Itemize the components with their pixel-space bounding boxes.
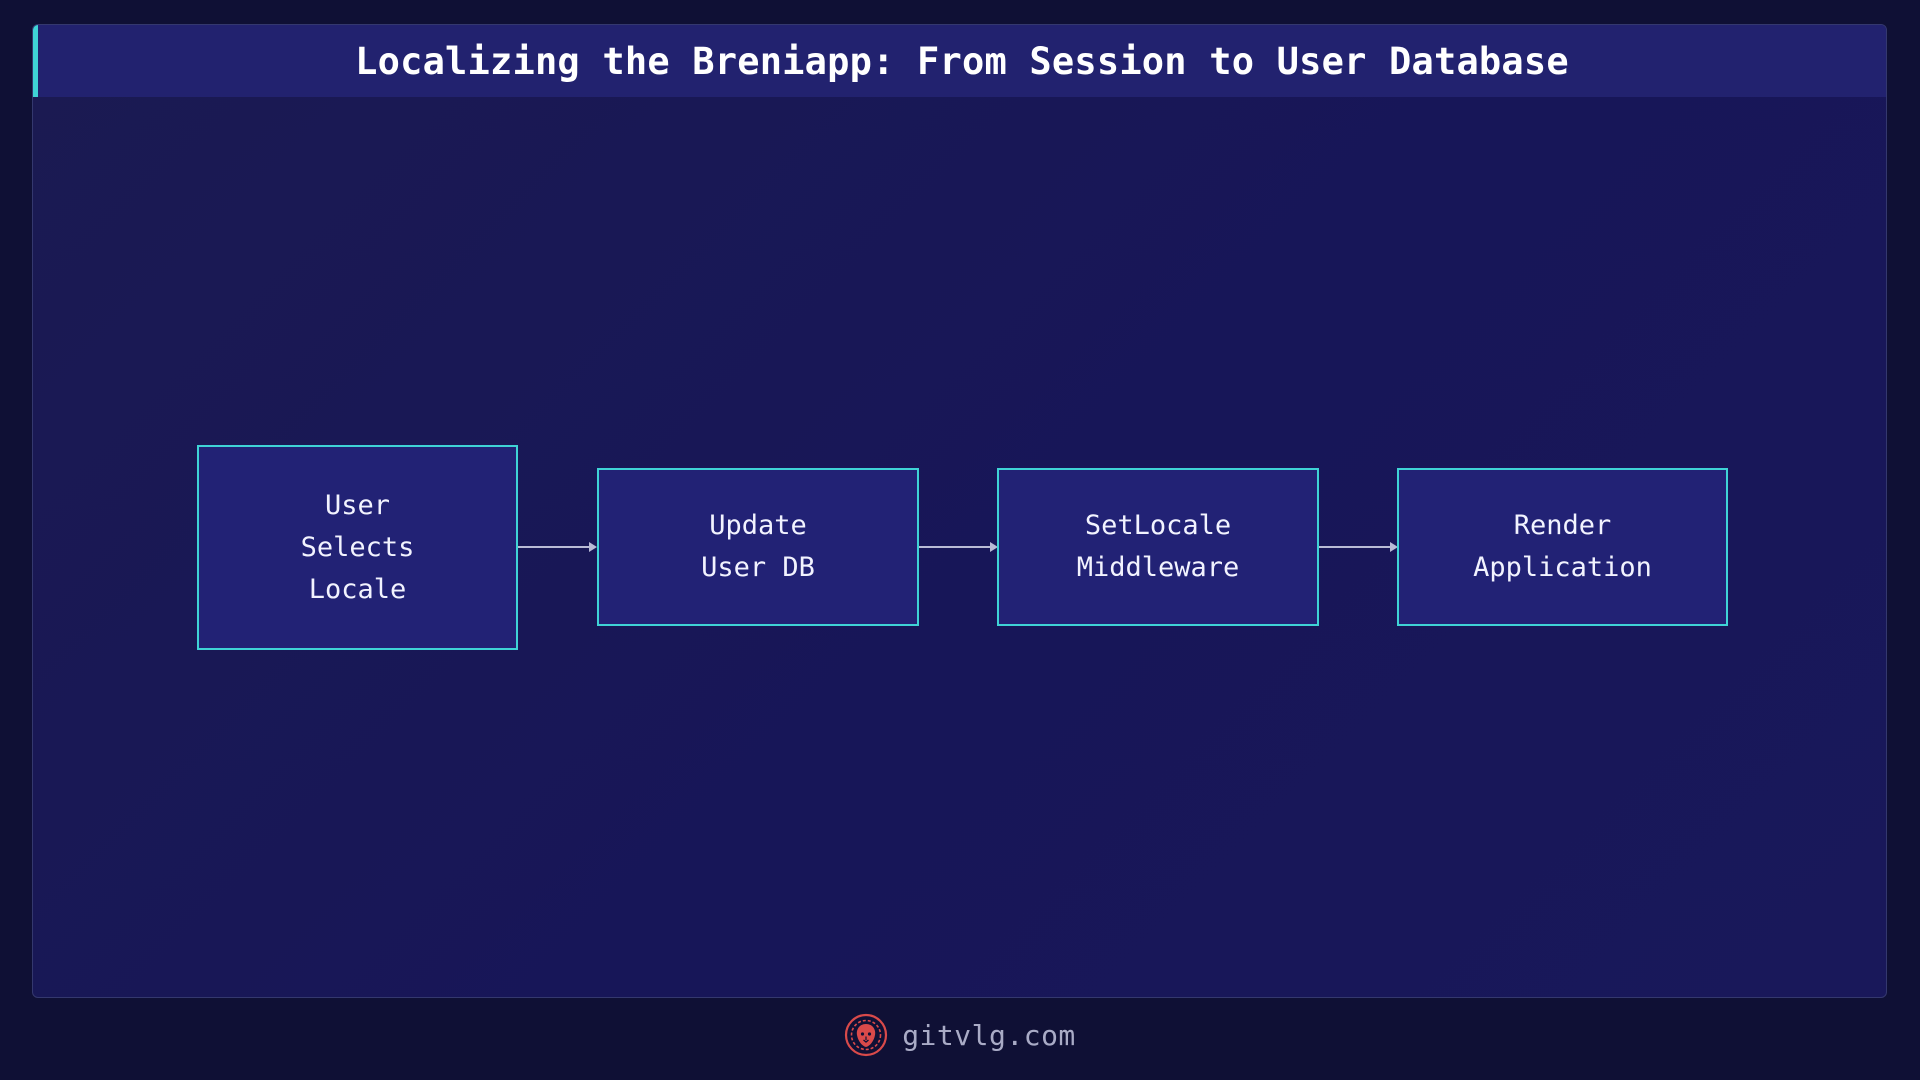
node-label: User Selects Locale bbox=[300, 489, 415, 605]
node-label: Update User DB bbox=[701, 510, 815, 583]
lion-head-icon bbox=[845, 1013, 888, 1057]
diagram-frame: Localizing the Breniapp: From Session to… bbox=[32, 24, 1887, 998]
arrow-connector bbox=[1319, 542, 1398, 552]
arrow-connector bbox=[919, 542, 998, 552]
arrow-connector bbox=[518, 542, 597, 552]
title-bar: Localizing the Breniapp: From Session to… bbox=[33, 25, 1886, 97]
node-render-application: Render Application bbox=[1397, 468, 1728, 626]
node-label: SetLocale Middleware bbox=[1076, 510, 1240, 583]
node-label: Render Application bbox=[1473, 510, 1652, 583]
node-update-user-db: Update User DB bbox=[597, 468, 919, 626]
node-user-selects-locale: User Selects Locale bbox=[197, 445, 518, 650]
diagram-title: Localizing the Breniapp: From Session to… bbox=[355, 39, 1569, 83]
flow-diagram: User Selects Locale Update User DB SetLo… bbox=[33, 25, 1886, 997]
footer: gitvlg.com bbox=[0, 1010, 1920, 1060]
footer-site-link[interactable]: gitvlg.com bbox=[902, 1018, 1076, 1052]
node-setlocale-middleware: SetLocale Middleware bbox=[997, 468, 1319, 626]
